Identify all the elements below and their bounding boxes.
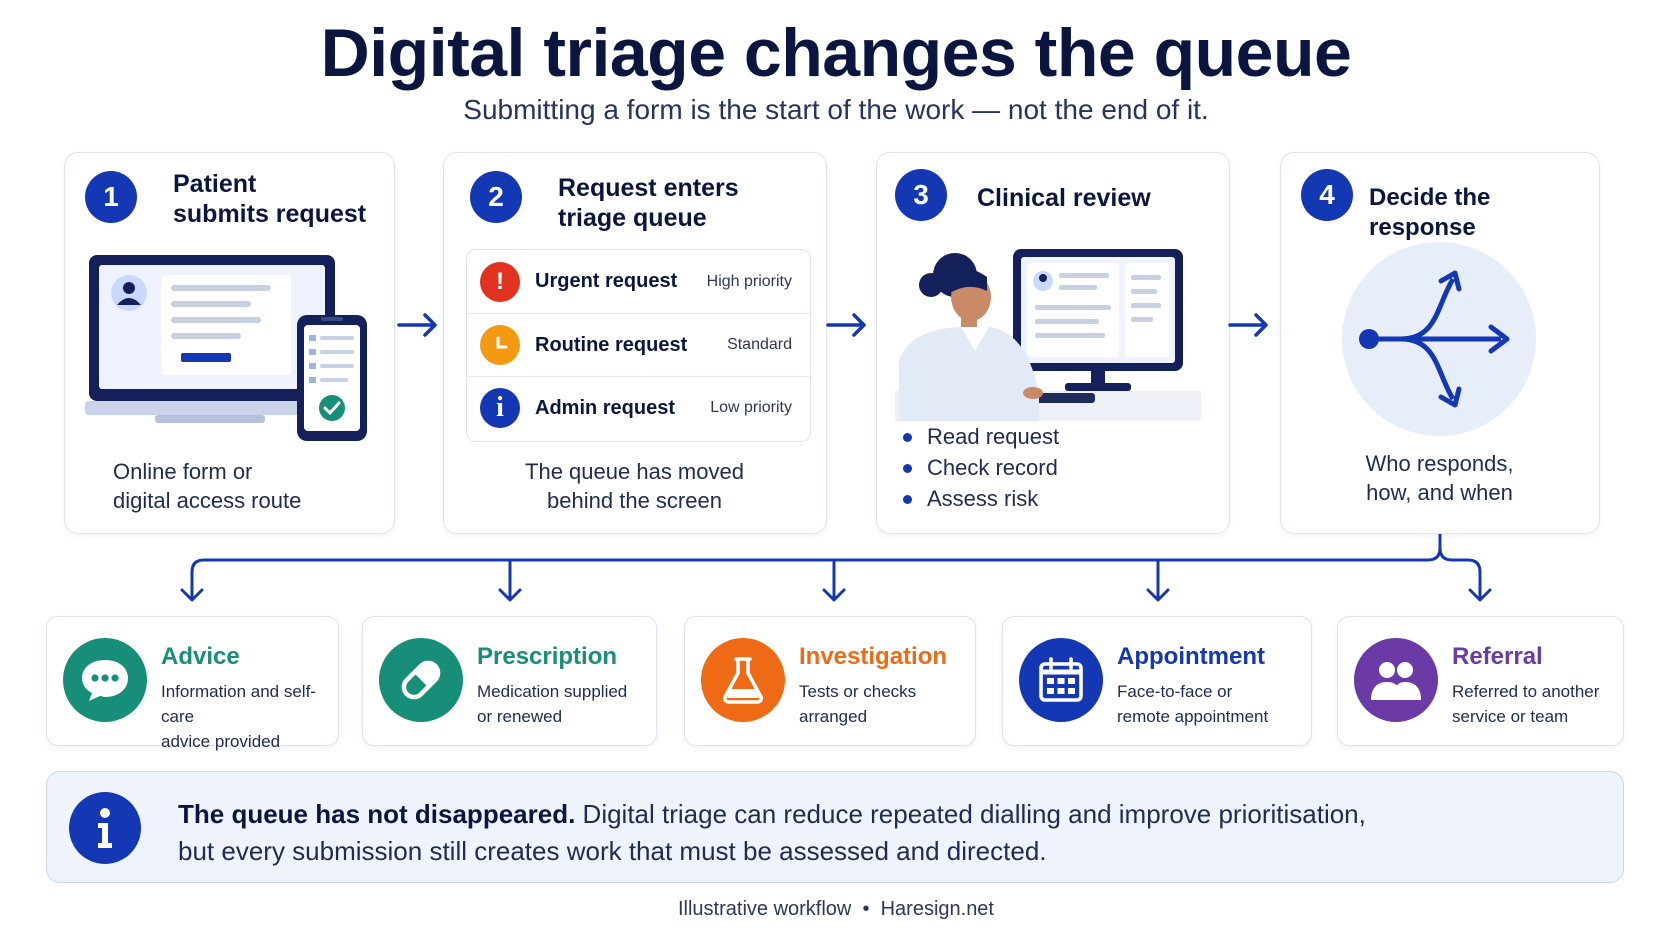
- outcome-appointment: Appointment Face-to-face or remote appoi…: [1002, 616, 1312, 746]
- flask-icon: [701, 638, 785, 722]
- outcome-investigation: Investigation Tests or checks arranged: [684, 616, 976, 746]
- page-subtitle: Submitting a form is the start of the wo…: [463, 94, 1209, 125]
- outcome-title: Investigation: [799, 643, 948, 670]
- info-icon: i: [480, 388, 520, 428]
- list-item: Read request: [899, 421, 1059, 452]
- arrow-right-icon: [397, 313, 437, 337]
- queue-priority: High priority: [706, 272, 792, 290]
- outcome-description: Referred to another service or team: [1452, 682, 1600, 726]
- clock-icon: [480, 325, 520, 365]
- queue-priority: Low priority: [710, 399, 792, 416]
- key-message-strong: The queue has not disappeared.: [178, 799, 576, 829]
- arrow-right-icon: [1228, 313, 1268, 337]
- step-caption-1: Online form or digital access route: [113, 459, 302, 513]
- outcome-description: Face-to-face or remote appointment: [1117, 682, 1269, 726]
- key-message-banner: The queue has not disappeared. Digital t…: [46, 771, 1624, 883]
- step-number-4: 4: [1301, 169, 1353, 221]
- clinician-at-monitor-icon: [895, 249, 1201, 421]
- step-title-3: Clinical review: [977, 184, 1151, 212]
- outcome-referral: Referral Referred to another service or …: [1337, 616, 1624, 746]
- queue-row-routine: Routine request Standard: [467, 313, 810, 376]
- outcome-connector: [180, 534, 1492, 602]
- outcome-title: Prescription: [477, 643, 618, 670]
- step-caption-4: Who responds, how, and when: [1365, 451, 1514, 505]
- step-number-2: 2: [470, 171, 522, 223]
- step-title-1: Patient submits request: [173, 170, 367, 228]
- outcome-title: Appointment: [1117, 643, 1265, 670]
- outcome-description: Medication supplied or renewed: [477, 682, 628, 726]
- info-icon: [69, 792, 141, 864]
- chat-bubble-icon: [63, 638, 147, 722]
- pill-icon: [379, 638, 463, 722]
- queue-label: Routine request: [535, 333, 688, 356]
- review-checklist: Read request Check record Assess risk: [899, 421, 1059, 514]
- list-item: Assess risk: [899, 483, 1059, 514]
- outcome-prescription: Prescription Medication supplied or rene…: [362, 616, 657, 746]
- arrow-right-icon: [826, 313, 866, 337]
- queue-row-admin: i Admin request Low priority: [467, 376, 810, 439]
- outcome-title: Advice: [161, 643, 240, 670]
- page-title: Digital triage changes the queue: [320, 15, 1352, 91]
- laptop-phone-form-icon: [85, 255, 367, 441]
- list-item: Check record: [899, 452, 1059, 483]
- key-message-text: The queue has not disappeared. Digital t…: [178, 799, 1366, 866]
- queue-label: Urgent request: [535, 270, 678, 292]
- step-number-3: 3: [895, 169, 947, 221]
- queue-label: Admin request: [535, 396, 676, 419]
- step-title-2: Request enters triage queue: [558, 174, 739, 232]
- branching-arrows-icon: [1342, 242, 1536, 436]
- people-icon: [1354, 638, 1438, 722]
- step-card-3: 3 Clinical review Read request Ch: [876, 152, 1230, 534]
- outcome-advice: Advice Information and self-care advice …: [46, 616, 339, 751]
- step-caption-2: The queue has moved behind the screen: [525, 459, 744, 513]
- step-title-4: Decide the response: [1369, 184, 1491, 241]
- step-card-4: 4 Decide the response Who responds, how,…: [1280, 152, 1600, 534]
- exclamation-icon: !: [480, 261, 520, 302]
- calendar-icon: [1019, 638, 1103, 722]
- outcome-title: Referral: [1452, 643, 1543, 670]
- outcome-description: Information and self-care advice provide…: [161, 682, 316, 751]
- outcome-description: Tests or checks arranged: [799, 682, 917, 726]
- step-card-1: 1 Patient submits request Online form or: [64, 152, 395, 534]
- queue-row-urgent: ! Urgent request High priority: [467, 250, 810, 313]
- step-number-1: 1: [85, 171, 137, 223]
- queue-priority: Standard: [727, 336, 792, 353]
- triage-queue: ! Urgent request High priority Routine r…: [466, 249, 811, 442]
- footer-credit: Illustrative workflow • Haresign.net: [677, 898, 994, 920]
